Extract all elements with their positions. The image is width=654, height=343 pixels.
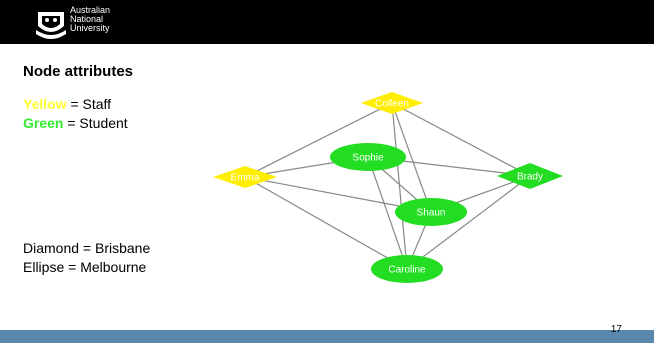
node-shaun [395, 198, 467, 226]
legend-yellow-word: Yellow [23, 96, 67, 112]
university-crest-icon [36, 12, 66, 39]
node-colleen [361, 92, 423, 114]
node-label-sophie: Sophie [352, 153, 384, 164]
legend-staff: Yellow = Staff [23, 96, 111, 112]
edge-emma-caroline [244, 176, 408, 270]
anu-logo: Australian National University [34, 4, 144, 42]
logo-wordmark: Australian National University [70, 6, 110, 33]
node-label-colleen: Colleen [375, 99, 409, 110]
node-emma [213, 166, 277, 188]
legend-ellipse: Ellipse = Melbourne [23, 259, 147, 275]
edge-sophie-caroline [367, 156, 408, 270]
logo-line-2: National [70, 14, 104, 24]
node-label-brady: Brady [517, 172, 543, 183]
edge-colleen-brady [391, 102, 531, 177]
legend-green-word: Green [23, 115, 64, 131]
logo-line-3: University [70, 23, 110, 33]
legend-student-text: = Student [63, 115, 128, 131]
edge-brady-caroline [406, 175, 531, 270]
node-label-caroline: Caroline [388, 265, 426, 276]
page-number: 17 [610, 324, 622, 335]
edge-colleen-emma [244, 102, 393, 178]
header-bar: Australian National University [0, 0, 654, 44]
node-brady [497, 163, 563, 189]
edge-colleen-caroline [391, 102, 408, 270]
node-sophie [330, 143, 406, 171]
node-label-emma: Emma [231, 173, 260, 184]
slide-title: Node attributes [23, 63, 134, 80]
footer-bar: 17 [0, 324, 654, 343]
legend-student: Green = Student [23, 115, 128, 131]
legend-staff-text: = Staff [66, 96, 112, 112]
legend-diamond: Diamond = Brisbane [23, 240, 151, 256]
node-caroline [371, 255, 443, 283]
node-label-shaun: Shaun [417, 208, 446, 219]
edge-colleen-shaun [391, 102, 432, 213]
logo-line-1: Australian [70, 5, 111, 15]
